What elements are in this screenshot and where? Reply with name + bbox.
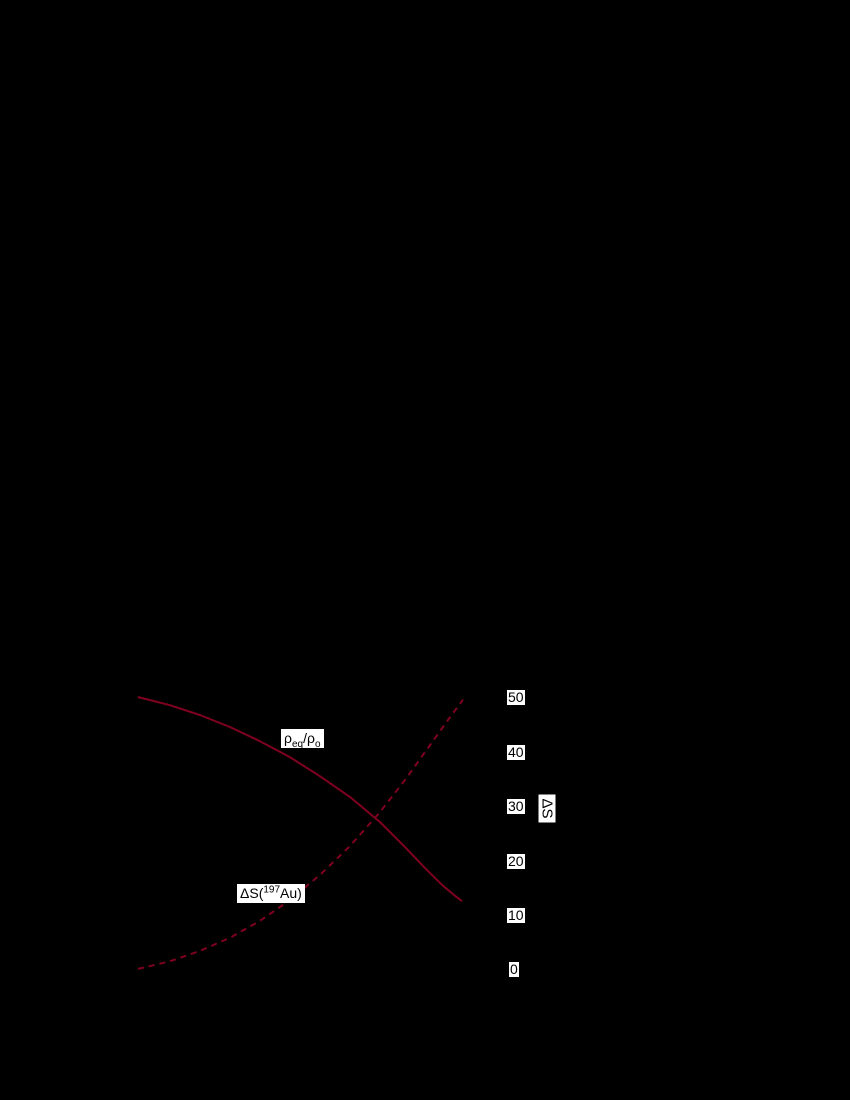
y-axis-label: ΔS [538,794,556,823]
rho-subscript-o: o [314,738,321,750]
rho-symbol: ρ [284,730,292,746]
rho-symbol-2: ρ [306,730,315,746]
mass-number-197: 197 [263,884,281,896]
y-axis-tick-50: 50 [507,689,525,705]
delta-s-curve-label: ΔS(197Au) [237,884,305,903]
y-axis-tick-20: 20 [507,853,525,869]
rho-eq-curve-label: ρeq/ρo [281,729,324,750]
rho-separator: / [303,730,307,746]
delta-s-curve [137,699,464,970]
delta-s-suffix: Au) [280,885,302,901]
y-axis-tick-0: 0 [509,961,519,977]
y-axis-tick-40: 40 [507,744,525,760]
rho-eq-curve [137,696,463,902]
y-axis-tick-10: 10 [507,907,525,923]
delta-s-prefix: ΔS( [240,885,264,901]
y-axis-tick-30: 30 [507,798,525,814]
rho-subscript-eq: eq [291,738,304,750]
